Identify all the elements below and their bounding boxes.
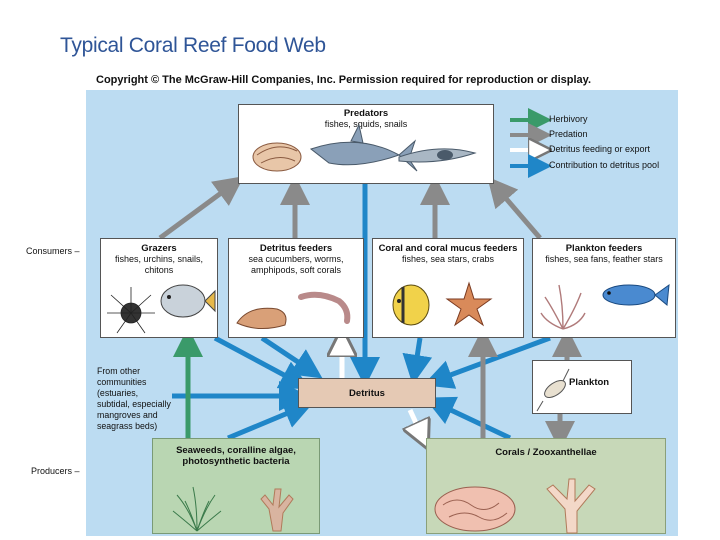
seaweed-icon: [172, 486, 222, 532]
arrow-coral-feeders-to-detritus: [402, 337, 433, 385]
arrow-detritus-feeders-to-detritus: [260, 335, 323, 379]
plankton-feeders-subtitle: fishes, sea fans, feather stars: [545, 254, 663, 264]
detritus-feeders-box: Detritus feeders sea cucumbers, worms, a…: [228, 238, 364, 338]
detritus-title: Detritus: [349, 388, 385, 399]
other-communities-line-4: subtidal, especially: [97, 399, 171, 409]
corals-illustration: [434, 478, 596, 534]
detritus-feeders-subtitle-1: sea cucumbers, worms,: [248, 254, 344, 264]
grazers-box: Grazers fishes, urchins, snails, chitons: [100, 238, 218, 338]
copyright-notice: Copyright © The McGraw-Hill Companies, I…: [86, 70, 678, 90]
plankton-title: Plankton: [569, 377, 610, 388]
sea-star-icon: [445, 281, 493, 327]
seaweeds-box: Seaweeds, coralline algae, photosyntheti…: [152, 438, 320, 534]
consumers-label: Consumers –: [26, 246, 80, 256]
arrow-grazers-to-predators: [158, 176, 245, 241]
seaweeds-title-2: photosynthetic bacteria: [182, 456, 290, 467]
grazers-illustration: [107, 284, 216, 334]
surgeonfish-icon: [160, 284, 216, 318]
coral-feeders-title: Coral and coral mucus feeders: [378, 243, 518, 254]
predators-illustration: [252, 123, 477, 172]
seaweeds-illustration: [172, 486, 294, 532]
other-communities-line-5: mangroves and: [97, 410, 158, 420]
legend-predation: Predation: [549, 129, 588, 139]
butterflyfish-icon: [392, 284, 430, 326]
detritus-feeders-subtitle-2: amphipods, soft corals: [250, 265, 342, 275]
producers-label: Producers –: [31, 466, 80, 476]
detritus-feeders-title: Detritus feeders: [259, 243, 333, 254]
coral-feeders-illustration: [392, 281, 493, 327]
plankton-feeders-title: Plankton feeders: [565, 243, 643, 254]
copepod-icon: [536, 368, 570, 412]
predators-subtitle: fishes, squids, snails: [324, 119, 408, 129]
predators-title: Predators: [343, 108, 389, 119]
predators-box: Predators fishes, squids, snails: [238, 104, 494, 184]
coralline-algae-icon: [260, 488, 294, 532]
coral-feeders-box: Coral and coral mucus feeders fishes, se…: [372, 238, 524, 338]
detritus-box: Detritus: [298, 378, 436, 408]
plankton-feeders-box: Plankton feeders fishes, sea fans, feath…: [532, 238, 676, 338]
feather-star-icon: [540, 284, 586, 330]
arrow-grazers-to-detritus: [213, 335, 311, 390]
corals-title: Corals / Zooxanthellae: [495, 447, 597, 458]
sea-urchin-icon: [107, 287, 155, 334]
plankton-feeding-fish-icon: [602, 283, 670, 306]
grazers-subtitle-1: fishes, urchins, snails,: [114, 254, 204, 264]
arrow-detritus-export: [410, 408, 422, 436]
other-communities-text: From other communities (estuaries, subti…: [97, 366, 171, 432]
legend-contribution: Contribution to detritus pool: [549, 160, 660, 170]
squid-icon: [398, 148, 477, 163]
seaweeds-title-1: Seaweeds, coralline algae,: [176, 445, 296, 456]
other-communities-line-2: communities: [97, 377, 147, 387]
grazers-subtitle-2: chitons: [144, 265, 174, 275]
arrow-seaweeds-to-detritus: [227, 399, 314, 441]
consumers-label-text: Consumers: [26, 246, 73, 256]
branching-coral-icon: [546, 478, 596, 534]
arrow-corals-to-detritus: [424, 396, 512, 441]
detritus-feeders-illustration: [236, 291, 351, 329]
corals-box: Corals / Zooxanthellae: [426, 438, 666, 534]
other-communities-line-6: seagrass beds): [97, 421, 158, 431]
grazers-title: Grazers: [141, 243, 177, 254]
plankton-box: Plankton: [532, 360, 632, 414]
other-communities-line-1: From other: [97, 366, 141, 376]
legend-herbivory: Herbivory: [549, 114, 588, 124]
brain-coral-icon: [434, 486, 516, 532]
worm-icon: [298, 291, 351, 324]
plankton-feeders-illustration: [540, 283, 670, 330]
other-communities-line-3: (estuaries,: [97, 388, 139, 398]
plankton-illustration: [536, 368, 570, 412]
sea-cucumber-icon: [236, 307, 287, 329]
producers-label-text: Producers: [31, 466, 73, 476]
legend-detritus-feeding: Detritus feeding or export: [549, 144, 651, 154]
coral-feeders-subtitle: fishes, sea stars, crabs: [401, 254, 495, 264]
slide-title: Typical Coral Reef Food Web: [60, 34, 326, 57]
arrow-plankton-feeders-to-predators: [487, 176, 542, 240]
arrow-plankton-feeders-to-detritus: [422, 335, 551, 389]
snail-shell-icon: [252, 142, 302, 172]
